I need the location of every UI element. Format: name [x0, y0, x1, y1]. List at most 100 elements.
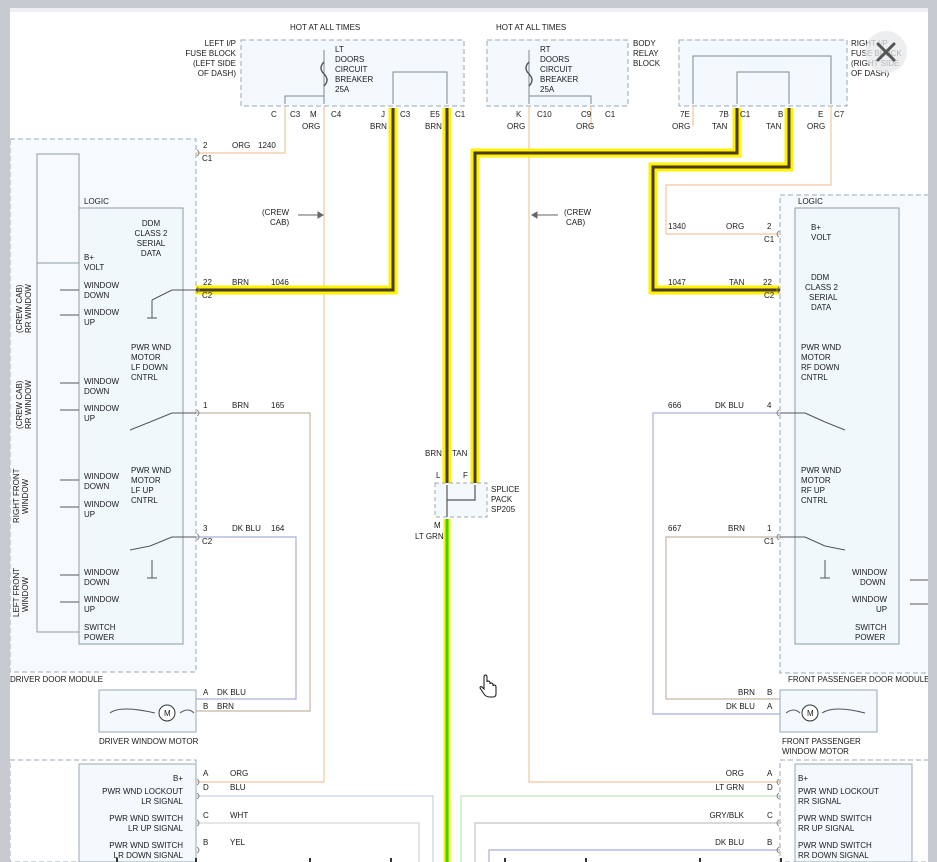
wire-brn-165	[196, 412, 311, 712]
left-fuse-pin-labels: C C3 M C4 J C3 E5 C1 ORG BRN BRN	[271, 110, 466, 131]
svg-text:PWR WND SWITCH: PWR WND SWITCH	[798, 814, 872, 823]
svg-text:LEFT FRONT: LEFT FRONT	[12, 568, 21, 617]
svg-text:B: B	[778, 110, 783, 119]
svg-text:C2: C2	[764, 291, 775, 300]
svg-text:BRN: BRN	[232, 401, 249, 410]
svg-text:1240: 1240	[258, 141, 276, 150]
right-fuse-internal-bus	[692, 55, 832, 104]
svg-text:B: B	[203, 702, 208, 711]
driver-motor-labels: A DK BLU B BRN M DRIVER WINDOW MOTOR	[99, 688, 246, 746]
svg-text:ORG: ORG	[807, 122, 825, 131]
svg-text:B+: B+	[84, 253, 94, 262]
svg-text:LF DOWN: LF DOWN	[131, 363, 168, 372]
svg-text:POWER: POWER	[855, 633, 885, 642]
svg-text:C1: C1	[455, 110, 466, 119]
driver-motor-symbol-icon	[109, 704, 195, 722]
svg-text:UP: UP	[876, 605, 887, 614]
driver-side-switch-box	[36, 153, 80, 633]
svg-text:C: C	[767, 811, 773, 820]
svg-text:BLU: BLU	[230, 783, 246, 792]
svg-text:BRN: BRN	[728, 524, 745, 533]
svg-text:M: M	[807, 709, 814, 718]
svg-text:CAB): CAB)	[566, 218, 585, 227]
svg-text:C3: C3	[400, 110, 411, 119]
svg-text:PWR WND LOCKOUT: PWR WND LOCKOUT	[798, 787, 879, 796]
svg-text:CNTRL: CNTRL	[801, 373, 828, 382]
svg-text:RF DOWN: RF DOWN	[801, 363, 839, 372]
wire-org-left-1240	[196, 106, 286, 154]
svg-text:WINDOW: WINDOW	[84, 500, 120, 509]
driver-lf-down-label: PWR WND MOTOR LF DOWN CNTRL	[131, 343, 171, 382]
driver-ddm-label: DDM CLASS 2 SERIAL DATA	[135, 219, 168, 258]
viewer-right-border	[928, 8, 937, 862]
svg-text:CNTRL: CNTRL	[131, 373, 158, 382]
svg-text:RR UP SIGNAL: RR UP SIGNAL	[798, 824, 855, 833]
svg-text:CIRCUIT: CIRCUIT	[540, 65, 573, 74]
svg-text:RR DOWN SIGNAL: RR DOWN SIGNAL	[798, 851, 869, 860]
left-circuit-labels: 2 ORG 1240 C1 22 BRN 1046 C2 1 BRN 165 3…	[202, 141, 289, 546]
svg-text:25A: 25A	[335, 85, 350, 94]
viewer-left-border	[0, 8, 10, 862]
svg-text:PACK: PACK	[491, 495, 513, 504]
svg-text:C1: C1	[764, 537, 775, 546]
svg-text:B+: B+	[173, 774, 183, 783]
driver-bvolt-label: B+ VOLT	[84, 253, 104, 272]
svg-text:RT: RT	[540, 45, 551, 54]
passenger-rf-up-label: PWR WND MOTOR RF UP CNTRL	[801, 466, 841, 505]
svg-text:PWR WND SWITCH: PWR WND SWITCH	[109, 841, 183, 850]
svg-text:SERIAL: SERIAL	[137, 239, 166, 248]
svg-text:BODY: BODY	[633, 39, 656, 48]
svg-text:2: 2	[203, 141, 208, 150]
right-fuse-internal-bus2	[736, 71, 790, 104]
hot-at-all-times-left: HOT AT ALL TIMES	[290, 23, 360, 32]
rear-left-labels: B+ A ORG PWR WND LOCKOUT LR SIGNAL D BLU…	[102, 769, 248, 860]
right-fuse-block-box	[678, 39, 848, 107]
svg-text:PWR WND: PWR WND	[801, 466, 841, 475]
svg-text:DK BLU: DK BLU	[726, 702, 755, 711]
lt-breaker-symbol	[320, 61, 328, 87]
svg-text:CIRCUIT: CIRCUIT	[335, 65, 368, 74]
body-relay-block-label: BODY RELAY BLOCK	[633, 39, 661, 68]
svg-text:22: 22	[763, 278, 772, 287]
svg-text:(CREW CAB): (CREW CAB)	[15, 284, 24, 333]
driver-door-module-title: DRIVER DOOR MODULE	[10, 675, 103, 684]
svg-text:B+: B+	[798, 774, 808, 783]
svg-text:C10: C10	[537, 110, 552, 119]
wire-tan-1047-highlight	[648, 108, 794, 295]
svg-text:PWR WND LOCKOUT: PWR WND LOCKOUT	[102, 787, 183, 796]
svg-text:C2: C2	[202, 537, 213, 546]
svg-text:LR SIGNAL: LR SIGNAL	[141, 797, 183, 806]
svg-text:RR SIGNAL: RR SIGNAL	[798, 797, 842, 806]
svg-text:OF DASH): OF DASH)	[198, 69, 237, 78]
svg-text:DK BLU: DK BLU	[217, 688, 246, 697]
svg-text:ORG: ORG	[726, 222, 744, 231]
svg-text:C: C	[203, 811, 209, 820]
driver-window-labels: WINDOW DOWN WINDOW UP WINDOW DOWN WINDOW…	[84, 281, 120, 642]
svg-text:B+: B+	[811, 223, 821, 232]
wire-blu-left	[196, 795, 434, 862]
svg-text:VOLT: VOLT	[811, 233, 831, 242]
crew-cab-right-label: (CREW CAB)	[564, 208, 592, 227]
svg-text:ORG: ORG	[230, 769, 248, 778]
close-button[interactable]	[865, 31, 907, 73]
svg-text:ORG: ORG	[507, 122, 525, 131]
svg-text:MOTOR: MOTOR	[801, 476, 831, 485]
svg-text:OF DASH): OF DASH)	[851, 69, 890, 78]
svg-text:WINDOW: WINDOW	[84, 568, 120, 577]
svg-text:DOORS: DOORS	[335, 55, 364, 64]
svg-text:WINDOW MOTOR: WINDOW MOTOR	[782, 747, 849, 756]
svg-text:TAN: TAN	[712, 122, 728, 131]
svg-text:22: 22	[203, 278, 212, 287]
svg-text:1: 1	[767, 524, 772, 533]
wire-brn-1046	[196, 108, 395, 292]
svg-text:VOLT: VOLT	[84, 263, 104, 272]
passenger-motor-labels: BRN B DK BLU A M FRONT PASSENGER WINDOW …	[726, 688, 861, 756]
svg-text:WINDOW: WINDOW	[84, 377, 120, 386]
svg-text:GRY/BLK: GRY/BLK	[709, 811, 744, 820]
passenger-window-motor-box	[779, 689, 878, 733]
viewer-top-border	[0, 0, 937, 8]
svg-text:RR WINDOW: RR WINDOW	[24, 284, 33, 333]
svg-text:PWR WND SWITCH: PWR WND SWITCH	[109, 814, 183, 823]
wire-org-left-main	[196, 106, 325, 783]
